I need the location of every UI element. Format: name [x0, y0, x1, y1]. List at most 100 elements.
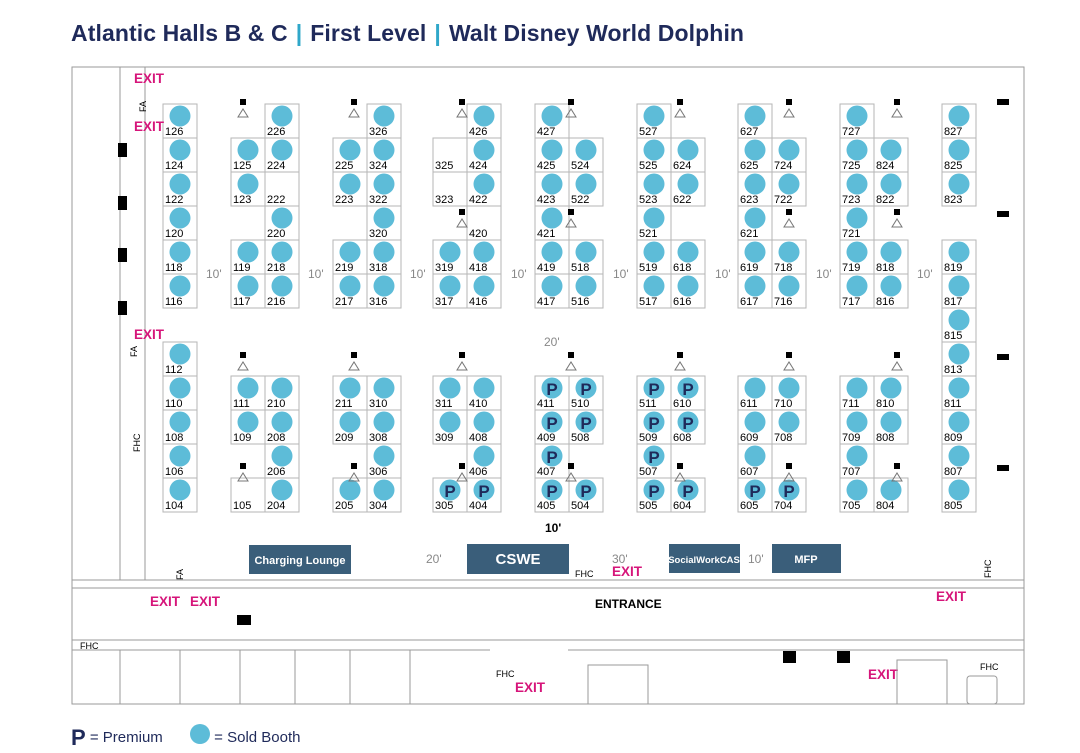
booth-427[interactable]: 427 — [534, 103, 570, 139]
booth-426[interactable]: 426 — [466, 103, 502, 139]
booth-417[interactable]: 417 — [534, 273, 570, 309]
booth-816[interactable]: 816 — [873, 273, 909, 309]
booth-308[interactable]: 308 — [366, 409, 402, 445]
booth-516[interactable]: 516 — [568, 273, 604, 309]
booth-408[interactable]: 408 — [466, 409, 502, 445]
booth-723[interactable]: 723 — [839, 171, 875, 207]
booth-204[interactable]: 204 — [264, 477, 300, 513]
booth-106[interactable]: 106 — [162, 443, 198, 479]
booth-226[interactable]: 226 — [264, 103, 300, 139]
booth-809[interactable]: 809 — [941, 409, 977, 445]
booth-727[interactable]: 727 — [839, 103, 875, 139]
booth-708[interactable]: 708 — [771, 409, 807, 445]
booth-824[interactable]: 824 — [873, 137, 909, 173]
booth-205[interactable]: 205 — [332, 477, 368, 513]
booth-320[interactable]: 320 — [366, 205, 402, 241]
booth-406[interactable]: 406 — [466, 443, 502, 479]
booth-621[interactable]: 621 — [737, 205, 773, 241]
booth-209[interactable]: 209 — [332, 409, 368, 445]
booth-609[interactable]: 609 — [737, 409, 773, 445]
booth-518[interactable]: 518 — [568, 239, 604, 275]
booth-116[interactable]: 116 — [162, 273, 198, 309]
booth-524[interactable]: 524 — [568, 137, 604, 173]
booth-424[interactable]: 424 — [466, 137, 502, 173]
booth-416[interactable]: 416 — [466, 273, 502, 309]
booth-811[interactable]: 811 — [941, 375, 977, 411]
booth-224[interactable]: 224 — [264, 137, 300, 173]
booth-527[interactable]: 527 — [636, 103, 672, 139]
booth-817[interactable]: 817 — [941, 273, 977, 309]
booth-208[interactable]: 208 — [264, 409, 300, 445]
booth-825[interactable]: 825 — [941, 137, 977, 173]
booth-622[interactable]: 622 — [670, 171, 706, 207]
booth-324[interactable]: 324 — [366, 137, 402, 173]
booth-425[interactable]: 425 — [534, 137, 570, 173]
booth-110[interactable]: 110 — [162, 375, 198, 411]
booth-216[interactable]: 216 — [264, 273, 300, 309]
booth-707[interactable]: 707 — [839, 443, 875, 479]
booth-725[interactable]: 725 — [839, 137, 875, 173]
booth-323[interactable]: 323 — [432, 171, 468, 207]
booth-705[interactable]: 705 — [839, 477, 875, 513]
booth-623[interactable]: 623 — [737, 171, 773, 207]
booth-624[interactable]: 624 — [670, 137, 706, 173]
booth-117[interactable]: 117 — [230, 273, 266, 309]
booth-410[interactable]: 410 — [466, 375, 502, 411]
booth-122[interactable]: 122 — [162, 171, 198, 207]
booth-521[interactable]: 521 — [636, 205, 672, 241]
booth-421[interactable]: 421 — [534, 205, 570, 241]
booth-325[interactable]: 325 — [432, 137, 468, 173]
booth-105[interactable]: 105 — [230, 477, 266, 513]
booth-218[interactable]: 218 — [264, 239, 300, 275]
booth-217[interactable]: 217 — [332, 273, 368, 309]
booth-126[interactable]: 126 — [162, 103, 198, 139]
booth-223[interactable]: 223 — [332, 171, 368, 207]
booth-310[interactable]: 310 — [366, 375, 402, 411]
booth-805[interactable]: 805 — [941, 477, 977, 513]
booth-326[interactable]: 326 — [366, 103, 402, 139]
booth-206[interactable]: 206 — [264, 443, 300, 479]
booth-423[interactable]: 423 — [534, 171, 570, 207]
booth-120[interactable]: 120 — [162, 205, 198, 241]
booth-108[interactable]: 108 — [162, 409, 198, 445]
booth-619[interactable]: 619 — [737, 239, 773, 275]
booth-112[interactable]: 112 — [162, 341, 198, 377]
booth-109[interactable]: 109 — [230, 409, 266, 445]
booth-721[interactable]: 721 — [839, 205, 875, 241]
booth-519[interactable]: 519 — [636, 239, 672, 275]
booth-807[interactable]: 807 — [941, 443, 977, 479]
booth-318[interactable]: 318 — [366, 239, 402, 275]
booth-617[interactable]: 617 — [737, 273, 773, 309]
booth-422[interactable]: 422 — [466, 171, 502, 207]
booth-311[interactable]: 311 — [432, 375, 468, 411]
booth-225[interactable]: 225 — [332, 137, 368, 173]
booth-709[interactable]: 709 — [839, 409, 875, 445]
booth-804[interactable]: 804 — [873, 477, 909, 513]
booth-222[interactable]: 222 — [264, 171, 300, 207]
booth-607[interactable]: 607 — [737, 443, 773, 479]
booth-523[interactable]: 523 — [636, 171, 672, 207]
booth-722[interactable]: 722 — [771, 171, 807, 207]
booth-118[interactable]: 118 — [162, 239, 198, 275]
booth-525[interactable]: 525 — [636, 137, 672, 173]
booth-219[interactable]: 219 — [332, 239, 368, 275]
booth-616[interactable]: 616 — [670, 273, 706, 309]
booth-125[interactable]: 125 — [230, 137, 266, 173]
booth-813[interactable]: 813 — [941, 341, 977, 377]
